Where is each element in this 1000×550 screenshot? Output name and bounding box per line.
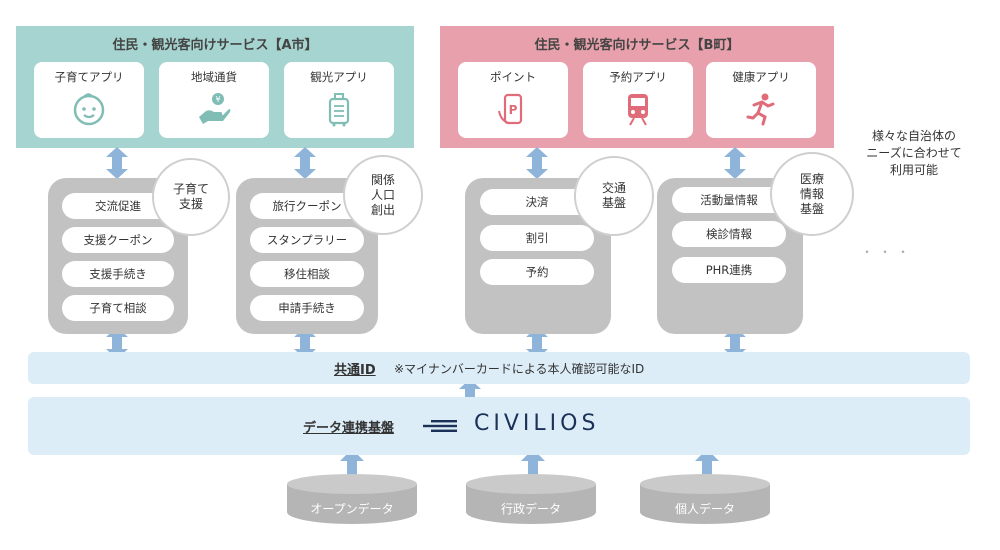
app-card-childcare[interactable]: 子育てアプリ [34, 62, 144, 138]
data-source-label: 行政データ [500, 502, 561, 516]
common-id-note: ※マイナンバーカードによる本人確認可能なID [394, 362, 645, 376]
data-source-label: オープンデータ [310, 502, 394, 516]
app-label: ポイント [490, 70, 536, 84]
platform-circle-medical: 医療 情報 基盤 [770, 152, 854, 236]
ellipsis: ・・・ [860, 245, 915, 259]
arrow-transport-top [526, 147, 548, 179]
platform-item[interactable]: 支援クーポン [62, 227, 174, 253]
train-icon [628, 94, 648, 126]
svg-text:P: P [509, 103, 518, 117]
platform-circle-childcare: 子育て 支援 [152, 158, 230, 236]
coin-hand-icon: ¥ [199, 93, 231, 124]
data-platform-label: データ連携基盤 [303, 421, 395, 436]
data-source-admin: 行政データ [466, 474, 596, 524]
platform-circle-relationship: 関係 人口 創出 [343, 155, 423, 235]
arrow-childcare-top [106, 147, 128, 179]
platform-item[interactable]: 旅行クーポン [250, 193, 364, 219]
platform-circle-transport: 交通 基盤 [574, 156, 654, 236]
data-platform-band: データ連携基盤 CIVILIOS [28, 397, 970, 455]
running-person-icon [746, 93, 775, 126]
data-source-open: オープンデータ [287, 474, 417, 524]
app-label: 観光アプリ [310, 70, 368, 84]
common-id-label: 共通ID [334, 363, 376, 378]
platform-item[interactable]: PHR連携 [672, 257, 786, 283]
platform-item[interactable]: 割引 [480, 225, 594, 251]
platform-item[interactable]: 子育て相談 [62, 295, 174, 321]
platform-item[interactable]: 支援手続き [62, 261, 174, 287]
arrow-medical-top [724, 147, 746, 179]
suitcase-icon [328, 93, 350, 127]
app-label: 健康アプリ [732, 70, 790, 84]
app-card-point[interactable]: ポイント P [458, 62, 568, 138]
app-card-tourism[interactable]: 観光アプリ [284, 62, 394, 138]
panel-a-title: 住民・観光客向けサービス【A市】 [112, 38, 318, 53]
platform-item[interactable]: スタンプラリー [250, 227, 364, 253]
platform-item[interactable]: 移住相談 [250, 261, 364, 287]
platform-item[interactable]: 申請手続き [250, 295, 364, 321]
app-card-local-currency[interactable]: 地域通貨 ¥ [159, 62, 269, 138]
civilios-brand: CIVILIOS [474, 411, 600, 436]
common-id-band: 共通ID ※マイナンバーカードによる本人確認可能なID [28, 352, 970, 384]
baby-face-icon [73, 93, 105, 126]
data-source-personal: 個人データ [640, 474, 770, 524]
data-source-label: 個人データ [674, 502, 735, 516]
panel-city-a: 住民・観光客向けサービス【A市】 子育てアプリ 地域通貨 ¥ 観光アプリ [16, 26, 414, 148]
app-card-reservation[interactable]: 予約アプリ [583, 62, 693, 138]
arrow-tourism-top [294, 147, 316, 179]
platform-relationship-population: 旅行クーポン スタンプラリー 移住相談 申請手続き [236, 178, 378, 334]
app-label: 地域通貨 [191, 70, 237, 84]
svg-text:¥: ¥ [215, 95, 220, 104]
app-label: 子育てアプリ [54, 70, 124, 84]
platform-item[interactable]: 検診情報 [672, 221, 786, 247]
platform-item[interactable]: 予約 [480, 259, 594, 285]
platform-item[interactable]: 活動量情報 [672, 187, 786, 213]
app-card-health[interactable]: 健康アプリ [706, 62, 816, 138]
side-note: 様々な自治体の ニーズに合わせて 利用可能 [866, 129, 962, 177]
app-label: 予約アプリ [609, 70, 667, 84]
civilios-logo-icon [423, 420, 457, 432]
panel-b-title: 住民・観光客向けサービス【B町】 [534, 38, 740, 53]
phone-point-icon: P [498, 93, 523, 125]
panel-town-b: 住民・観光客向けサービス【B町】 ポイント P 予約アプリ 健康アプリ [440, 26, 834, 148]
